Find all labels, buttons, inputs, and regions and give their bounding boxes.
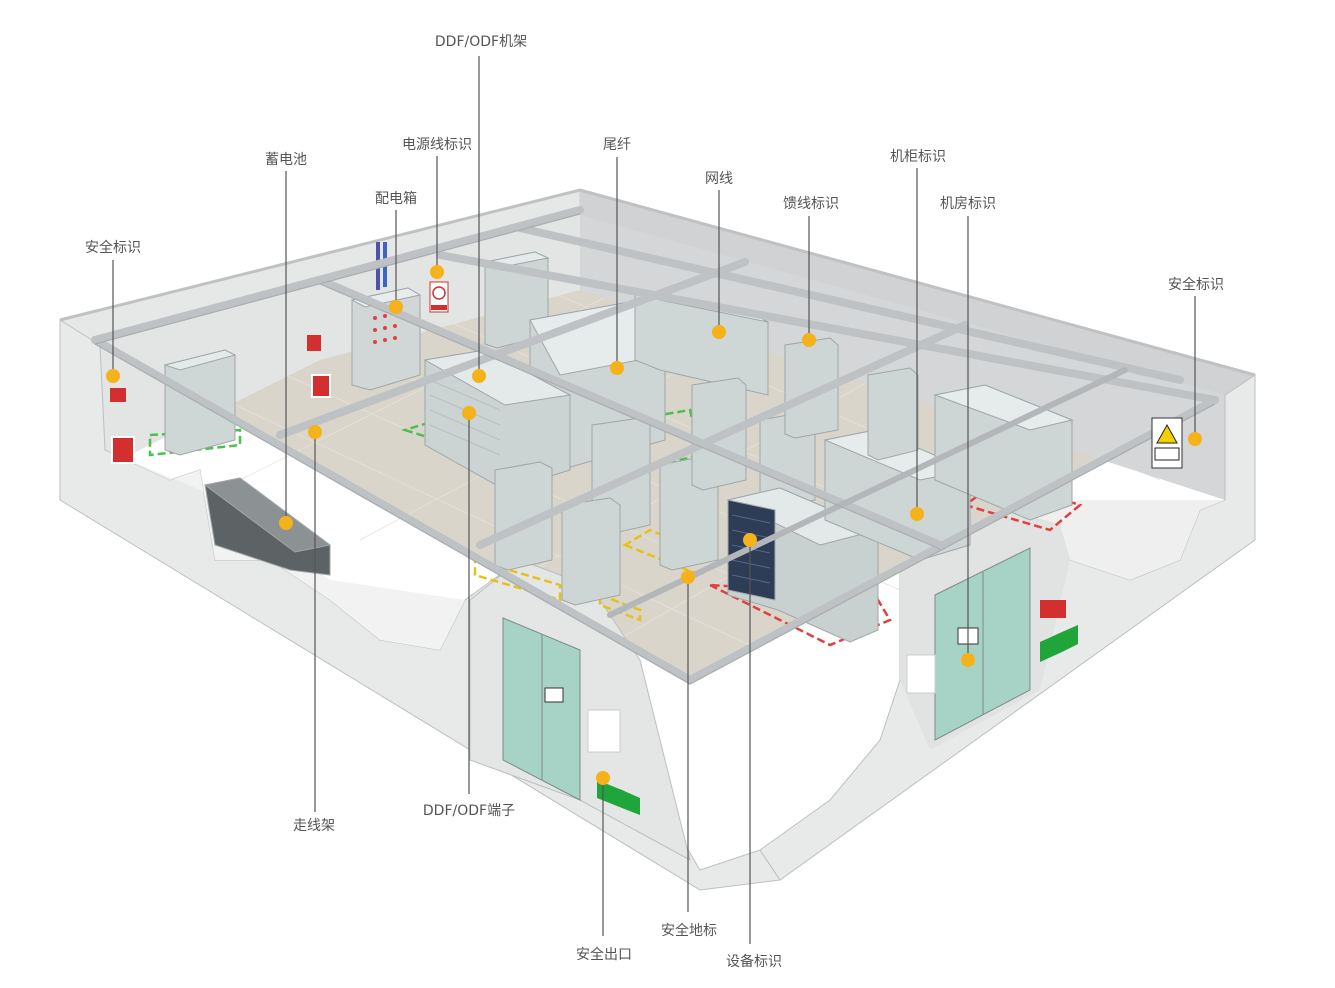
label-floor-marking: 安全地标	[661, 922, 717, 939]
label-network-cable: 网线	[705, 171, 733, 187]
cable-trays	[91, 206, 1219, 684]
hotspot-cabinet-tag[interactable]	[910, 507, 924, 521]
hotspot-battery[interactable]	[279, 516, 293, 530]
label-cabinet-tag: 机柜标识	[890, 149, 946, 165]
label-power-line-tag: 电源线标识	[402, 137, 472, 153]
label-safety-sign-right: 安全标识	[1168, 276, 1224, 293]
label-equipment-tag: 设备标识	[726, 953, 782, 970]
label-feeder-tag: 馈线标识	[783, 196, 839, 212]
label-safety-exit: 安全出口	[576, 946, 632, 963]
exit-sign-right	[1040, 625, 1078, 662]
hotspot-safety-sign-left[interactable]	[106, 369, 120, 383]
hotspots	[106, 265, 1202, 785]
hotspot-room-tag[interactable]	[961, 653, 975, 667]
label-ddf-odf-port: DDF/ODF端子	[423, 803, 515, 819]
callout-labels: DDF/ODF机架 电源线标识 蓄电池 配电箱 安全标识 尾纤 网线 馈线标识 …	[85, 34, 1224, 970]
hotspot-ddf-odf-port[interactable]	[462, 406, 476, 420]
hotspot-feeder-tag[interactable]	[802, 333, 816, 347]
hotspot-distribution-box[interactable]	[389, 300, 403, 314]
label-room-tag: 机房标识	[940, 196, 996, 212]
battery-bank	[203, 477, 332, 576]
hotspot-cable-tray[interactable]	[308, 425, 322, 439]
hotspot-pigtail[interactable]	[610, 361, 624, 375]
hotspot-ddf-odf-rack[interactable]	[472, 369, 486, 383]
label-safety-sign-left: 安全标识	[85, 239, 141, 256]
hotspot-network-cable[interactable]	[712, 325, 726, 339]
label-distribution-box: 配电箱	[375, 191, 417, 207]
wall-signs	[110, 281, 1183, 469]
label-cable-tray: 走线架	[293, 818, 335, 834]
center-door	[502, 617, 640, 815]
hotspot-equipment-tag[interactable]	[743, 533, 757, 547]
hotspot-safety-sign-right[interactable]	[1188, 432, 1202, 446]
right-door	[906, 547, 1078, 741]
label-battery: 蓄电池	[265, 152, 307, 168]
hotspot-power-line-tag[interactable]	[430, 265, 444, 279]
hotspot-floor-marking[interactable]	[681, 570, 695, 584]
hotspot-safety-exit[interactable]	[596, 771, 610, 785]
label-pigtail: 尾纤	[603, 137, 631, 153]
leader-lines	[112, 56, 1196, 944]
label-ddf-odf-rack: DDF/ODF机架	[435, 34, 527, 50]
